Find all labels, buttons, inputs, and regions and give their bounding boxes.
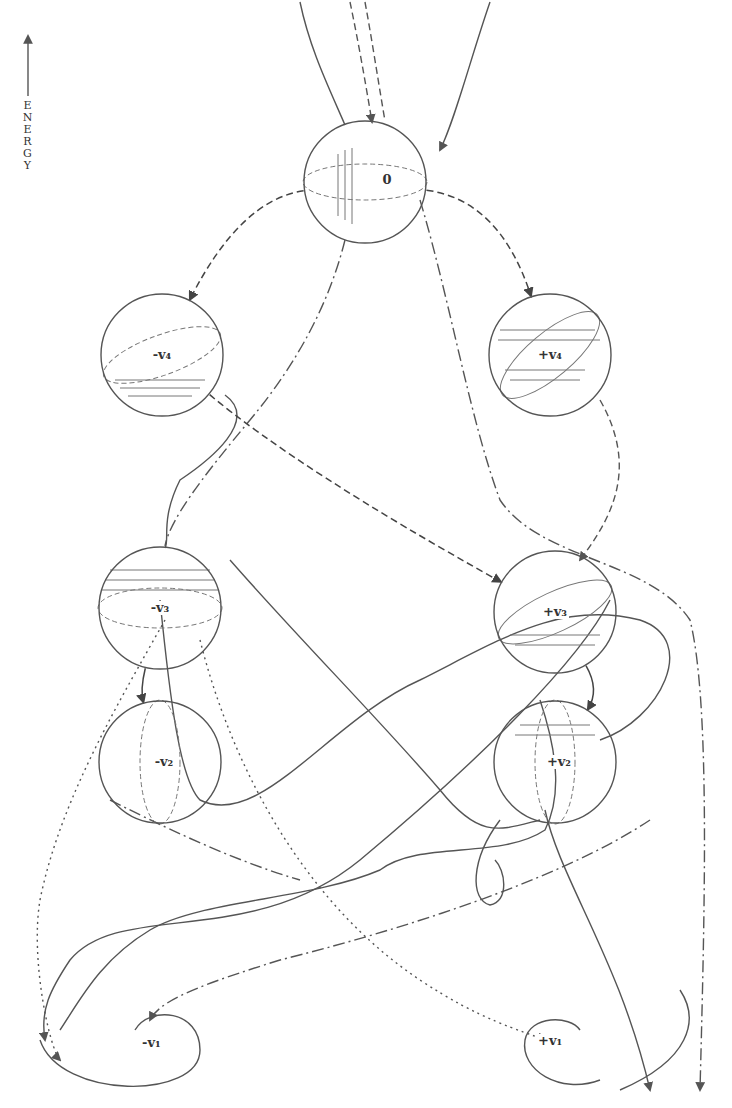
trajectory-line xyxy=(300,2,345,125)
trajectory-connector xyxy=(426,190,531,296)
trajectory-line xyxy=(40,1015,200,1087)
sphere-label: -v₃ xyxy=(149,601,172,615)
trajectory-line xyxy=(476,820,504,905)
trajectory-line xyxy=(420,200,704,1090)
trajectory-line xyxy=(580,400,619,560)
trajectory-line xyxy=(515,725,595,735)
sphere-label: -v₂ xyxy=(153,755,176,769)
sphere-circle xyxy=(489,294,611,416)
trajectory-line xyxy=(165,240,345,546)
sphere-circle xyxy=(99,547,221,669)
trajectory-connector xyxy=(190,191,304,300)
trajectory-connector xyxy=(142,668,145,702)
sphere-circle xyxy=(101,294,223,416)
energy-sphere: -v₂ xyxy=(98,700,222,824)
trajectory-connector xyxy=(210,395,501,582)
sphere-shading xyxy=(140,700,180,824)
sphere-shading xyxy=(97,315,227,395)
sphere-label: 0 xyxy=(380,173,393,187)
trajectory-line xyxy=(200,640,545,1040)
sphere-shading xyxy=(490,568,619,657)
trajectory-line xyxy=(60,700,556,1030)
trajectory-line xyxy=(510,635,600,645)
energy-sphere: -v₃ xyxy=(98,546,222,670)
trajectory-line xyxy=(37,620,165,1060)
trajectory-line xyxy=(165,395,237,548)
sphere-label: +v₂ xyxy=(545,755,573,769)
sphere-shading xyxy=(303,164,427,200)
sphere-circle xyxy=(494,551,616,673)
state-label: +v₁ xyxy=(536,1034,564,1048)
trajectory-line xyxy=(150,820,650,1020)
trajectory-line xyxy=(230,560,540,828)
energy-sphere: 0 xyxy=(303,120,427,244)
sphere-circle xyxy=(99,701,221,823)
state-label: -v₁ xyxy=(140,1036,163,1050)
trajectory-line xyxy=(440,2,490,150)
axis-label: ENERGY xyxy=(22,100,33,173)
trajectory-line xyxy=(525,1020,600,1085)
trajectory-line xyxy=(110,800,300,880)
trajectory-line xyxy=(115,380,205,396)
trajectory-line xyxy=(620,990,689,1090)
sphere-outline xyxy=(303,120,427,244)
trajectory-connector xyxy=(586,666,594,710)
trajectory-line xyxy=(97,148,620,824)
sphere-shading xyxy=(98,588,222,628)
trajectory-line xyxy=(28,2,704,1090)
trajectory-line xyxy=(27,36,28,96)
energy-sphere: +v₂ xyxy=(493,700,617,824)
sphere-label: +v₄ xyxy=(536,348,564,362)
sphere-shading xyxy=(535,700,575,824)
energy-sphere: -v₄ xyxy=(100,293,224,417)
sphere-label: -v₄ xyxy=(151,348,174,362)
trajectory-line xyxy=(102,570,218,590)
trajectory-line xyxy=(498,330,600,380)
energy-sphere: +v₄ xyxy=(488,293,612,417)
energy-sphere: +v₃ xyxy=(493,550,617,674)
trajectory-line xyxy=(338,148,352,224)
sphere-label: +v₃ xyxy=(541,605,569,619)
sphere-circle xyxy=(494,701,616,823)
sphere-shading xyxy=(488,298,611,411)
trajectory-line xyxy=(160,600,670,805)
sphere-circle xyxy=(304,121,426,243)
trajectory-line xyxy=(365,2,385,121)
trajectory-line xyxy=(350,2,372,122)
